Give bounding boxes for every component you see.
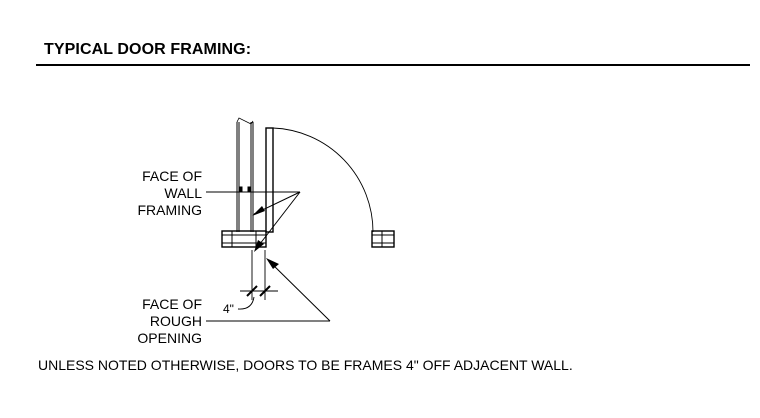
opposite-jamb — [371, 230, 395, 248]
callout-line: OPENING — [137, 330, 202, 346]
arrowhead — [252, 206, 265, 216]
door-swing-arc — [272, 127, 374, 233]
callout-line: FRAMING — [137, 202, 202, 218]
arrowhead — [266, 258, 279, 269]
callout-line: FACE OF — [142, 296, 202, 312]
dimension-label: 4" — [223, 302, 234, 316]
arrowhead — [254, 240, 264, 252]
callout-line: FACE OF — [142, 168, 202, 184]
general-note: UNLESS NOTED OTHERWISE, DOORS TO BE FRAM… — [38, 357, 573, 373]
callout-line: ROUGH — [149, 313, 202, 329]
page-title: TYPICAL DOOR FRAMING: — [44, 41, 252, 58]
title-underline — [36, 64, 750, 66]
door-leaf — [265, 127, 274, 233]
callout-line: WALL — [164, 185, 202, 201]
callout-face-of-rough-opening: FACE OF ROUGH OPENING — [120, 296, 202, 347]
callout-face-of-wall-framing: FACE OF WALL FRAMING — [120, 168, 202, 219]
leader-face-of-rough-opening — [206, 259, 331, 322]
wall-framing — [236, 117, 254, 232]
